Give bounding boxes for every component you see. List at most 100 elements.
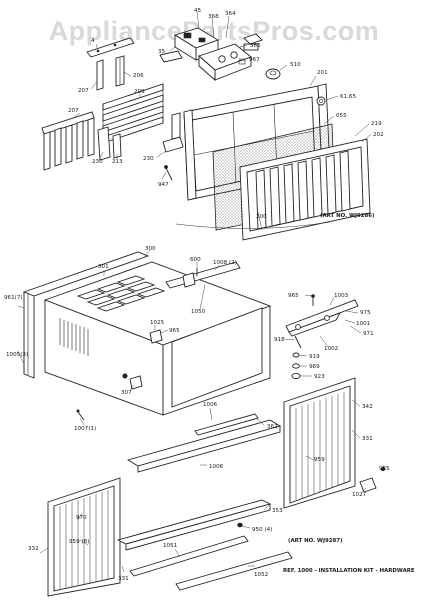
callout-label: 1051	[163, 543, 178, 549]
footer-note: REF. 1000 - INSTALLATION KIT - HARDWARE	[283, 568, 415, 574]
callout-label: 919	[309, 354, 320, 360]
callout-label: 1001	[356, 321, 371, 327]
callout-label: 1006	[203, 402, 218, 408]
bracket-206	[115, 55, 125, 87]
grommet-part	[316, 96, 326, 106]
top-rail	[165, 261, 241, 289]
screw-965	[311, 294, 315, 306]
callout-label: 1007(1)	[74, 426, 96, 432]
art-number-lower: (ART NO. WJ9287)	[288, 538, 342, 544]
gasket-923	[291, 372, 301, 380]
screw-947	[164, 165, 173, 181]
callout-label: 510	[290, 62, 301, 68]
mount-foot	[359, 466, 386, 493]
knob-part	[265, 68, 281, 80]
bottom-rail-1052	[175, 551, 293, 591]
screw-918	[294, 335, 302, 349]
callout-label: 971	[363, 331, 374, 337]
art-number-upper: (ART NO. WJ9286)	[320, 213, 374, 219]
callout-label: 202	[373, 132, 384, 138]
evaporator-rods	[102, 83, 164, 144]
callout-label: 923	[314, 374, 325, 380]
callout-label: 950 (4)	[252, 527, 272, 533]
callout-label: 45	[194, 8, 202, 14]
clip-230	[162, 112, 184, 153]
callout-label: 600	[190, 257, 201, 263]
washer-969	[292, 363, 300, 369]
callout-label: 565	[250, 43, 261, 49]
callout-label: 965	[379, 466, 390, 472]
control-housing-small	[159, 50, 183, 63]
callout-label: 230	[143, 156, 154, 162]
callout-label: 1025	[150, 320, 165, 326]
callout-label: 207	[78, 88, 89, 94]
bracket-213	[112, 133, 122, 159]
bottom-rail-1051	[129, 535, 249, 577]
callout-label: 213	[112, 159, 123, 165]
callout-label: 353	[272, 508, 283, 514]
callout-label: 331	[118, 576, 129, 582]
side-panel-left	[47, 477, 121, 597]
callout-label: 209	[134, 89, 145, 95]
callout-label: 1002	[324, 346, 338, 352]
callout-label: 362	[267, 424, 278, 430]
callout-label: 206	[133, 73, 144, 79]
callout-label: 35	[158, 49, 166, 55]
callout-label: 230	[92, 159, 103, 165]
callout-label: 364	[225, 11, 236, 17]
lower-assembly: 300 301 600 1008 (2) 961(7) 1050 965 100…	[4, 246, 415, 597]
callout-label: 967	[249, 57, 260, 63]
comb-part	[41, 111, 95, 171]
callout-label: 959 (8)	[69, 539, 89, 545]
callout-label: 1006	[209, 464, 224, 470]
callout-label: 61,65	[340, 94, 356, 100]
callout-label: 959	[314, 457, 325, 463]
callout-label: 965	[288, 293, 299, 299]
callout-label: 918	[274, 337, 285, 343]
callout-label: 207	[68, 108, 79, 114]
callout-label: 055	[336, 113, 347, 119]
callout-label: 1052	[254, 572, 268, 578]
callout-label: 961(7)	[4, 295, 23, 301]
callout-label: 1027	[352, 492, 367, 498]
screw-1007	[76, 409, 85, 421]
callout-label: 975	[360, 310, 371, 316]
callout-label: 332	[28, 546, 39, 552]
bracket-207	[96, 59, 104, 91]
screw-950	[237, 522, 243, 528]
callout-label: 307	[121, 390, 132, 396]
callout-label: 969	[309, 364, 320, 370]
callout-label: 1008 (2)	[213, 260, 237, 266]
bracket-230	[97, 126, 111, 161]
clip-307	[129, 375, 143, 390]
callout-label: 947	[158, 182, 169, 188]
callout-label: 965	[169, 328, 180, 334]
callout-label: 200	[256, 214, 267, 220]
callout-label: 1050	[191, 309, 206, 315]
callout-label: 301	[98, 264, 109, 270]
callout-label: 331	[362, 436, 373, 442]
washer-919	[292, 352, 300, 358]
callout-label: 1005(3)	[6, 352, 28, 358]
top-bar-part	[86, 37, 135, 58]
clip-1025	[149, 329, 163, 344]
callout-label: 4	[91, 38, 95, 44]
callout-label: 201	[317, 70, 328, 76]
rear-grille	[22, 251, 150, 379]
callout-label: 1003	[334, 293, 349, 299]
upper-assembly: 45 368 364 35 565 967 510 4 206 207 201 …	[41, 8, 384, 241]
callout-label: 300	[145, 246, 156, 252]
bottom-channel	[126, 419, 282, 473]
mount-bracket	[285, 299, 359, 337]
bottom-rail-353	[116, 499, 272, 551]
callout-label: 368	[208, 14, 219, 20]
control-knob-plate	[198, 43, 252, 81]
callout-label: 342	[362, 404, 373, 410]
front-grille	[239, 138, 371, 241]
side-panel-right	[283, 377, 356, 509]
callout-label: 970	[76, 515, 87, 521]
top-channel-1006	[194, 413, 259, 436]
callout-label: 219	[371, 121, 382, 127]
switch-plate	[243, 33, 263, 51]
